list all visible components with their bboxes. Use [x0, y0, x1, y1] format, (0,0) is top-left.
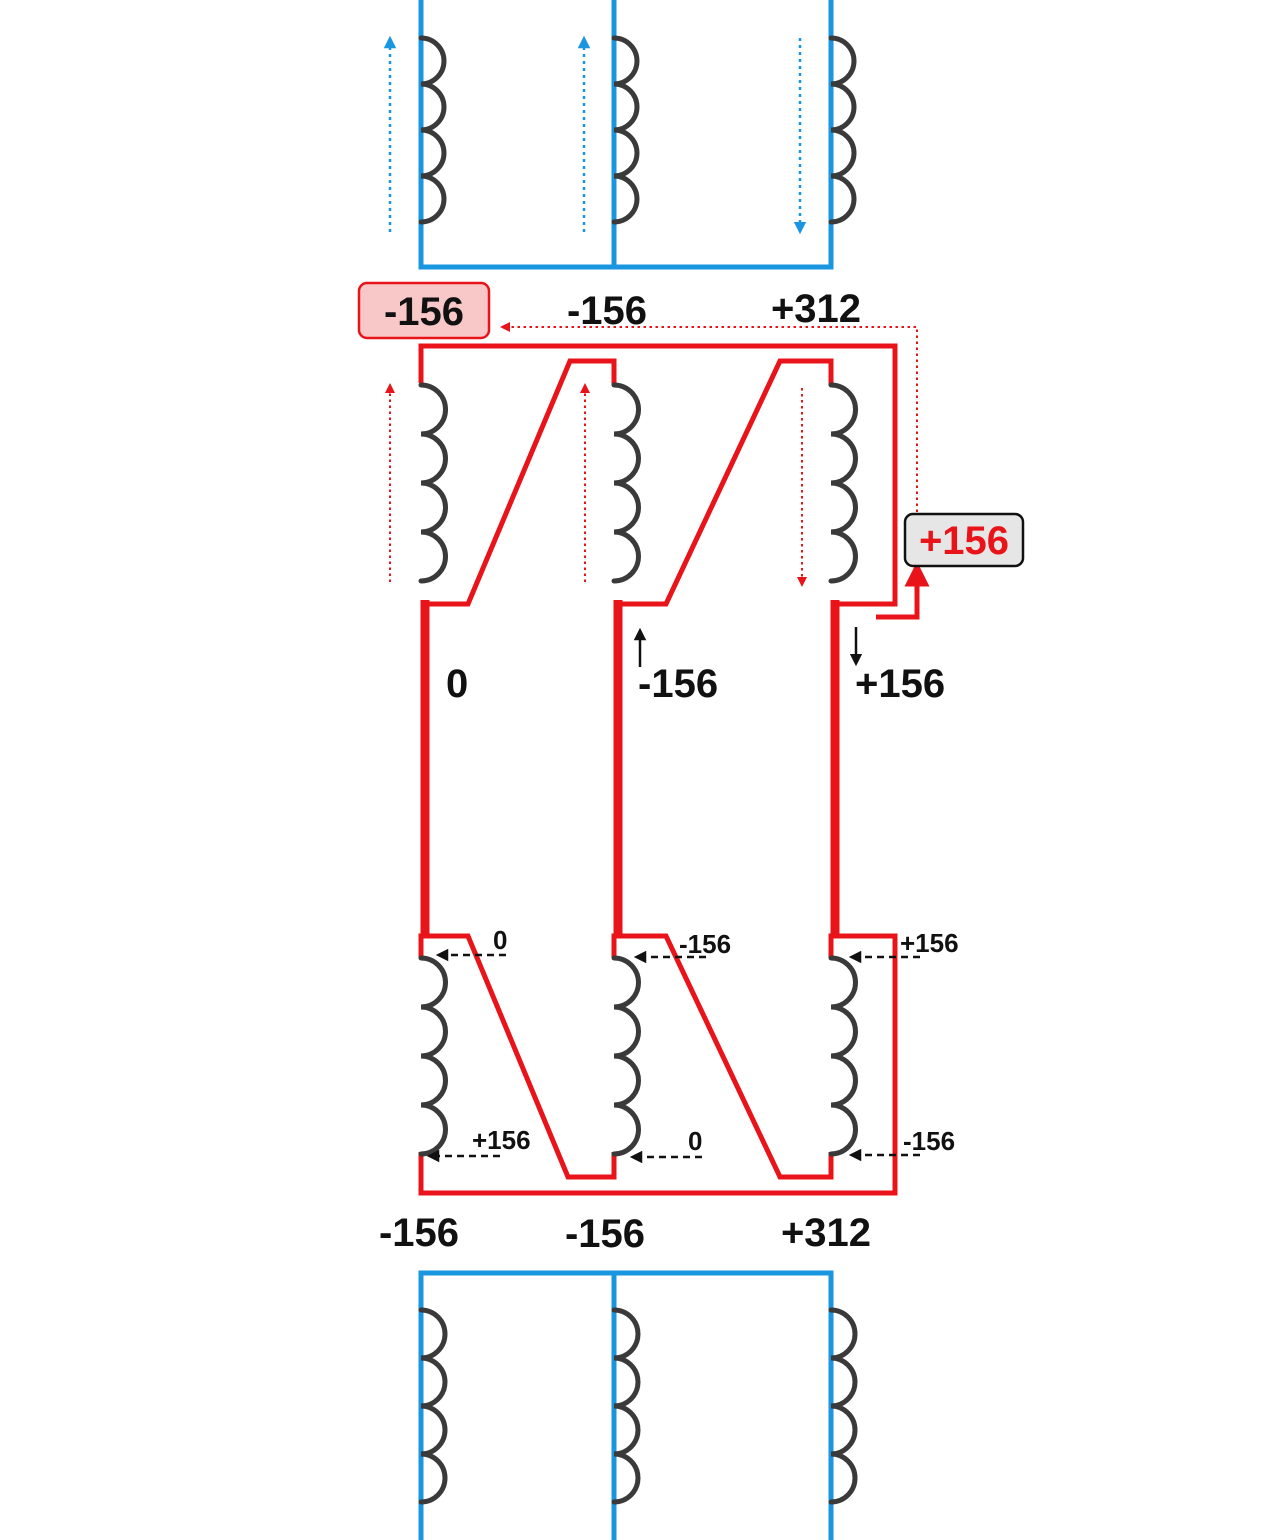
top-coils — [418, 35, 857, 225]
top-label-right: +312 — [771, 287, 861, 331]
lower-bottom-label-left: +156 — [472, 1125, 531, 1155]
top-current-arrows — [383, 35, 807, 235]
middle-label-left: 0 — [446, 662, 468, 706]
lower-top-label-right: +156 — [900, 928, 959, 958]
bottom-label-right: +312 — [781, 1211, 871, 1255]
top-label-middle: -156 — [567, 289, 647, 333]
box-right-highlight — [903, 512, 1025, 568]
lower-annotation-arrows — [426, 948, 920, 1164]
lower-top-label-center: -156 — [679, 929, 731, 959]
upper-current-arrows — [385, 383, 807, 587]
feedback-dotted-path — [500, 322, 918, 512]
bottom-label-middle: -156 — [565, 1212, 645, 1256]
upper-coils — [418, 382, 858, 584]
lower-top-label-left: 0 — [493, 925, 507, 955]
top-label-left: -156 — [384, 290, 464, 334]
red-wiring — [418, 343, 930, 1196]
bottom-coils — [418, 1307, 858, 1505]
middle-label-center: -156 — [638, 662, 718, 706]
box-right-label: +156 — [919, 519, 1009, 563]
lower-bottom-label-right: -156 — [903, 1126, 955, 1156]
lower-coils — [418, 955, 858, 1157]
box-left-highlight — [357, 281, 491, 340]
middle-label-right: +156 — [855, 662, 945, 706]
lower-bottom-label-center: 0 — [688, 1126, 702, 1156]
bottom-label-left: -156 — [379, 1211, 459, 1255]
